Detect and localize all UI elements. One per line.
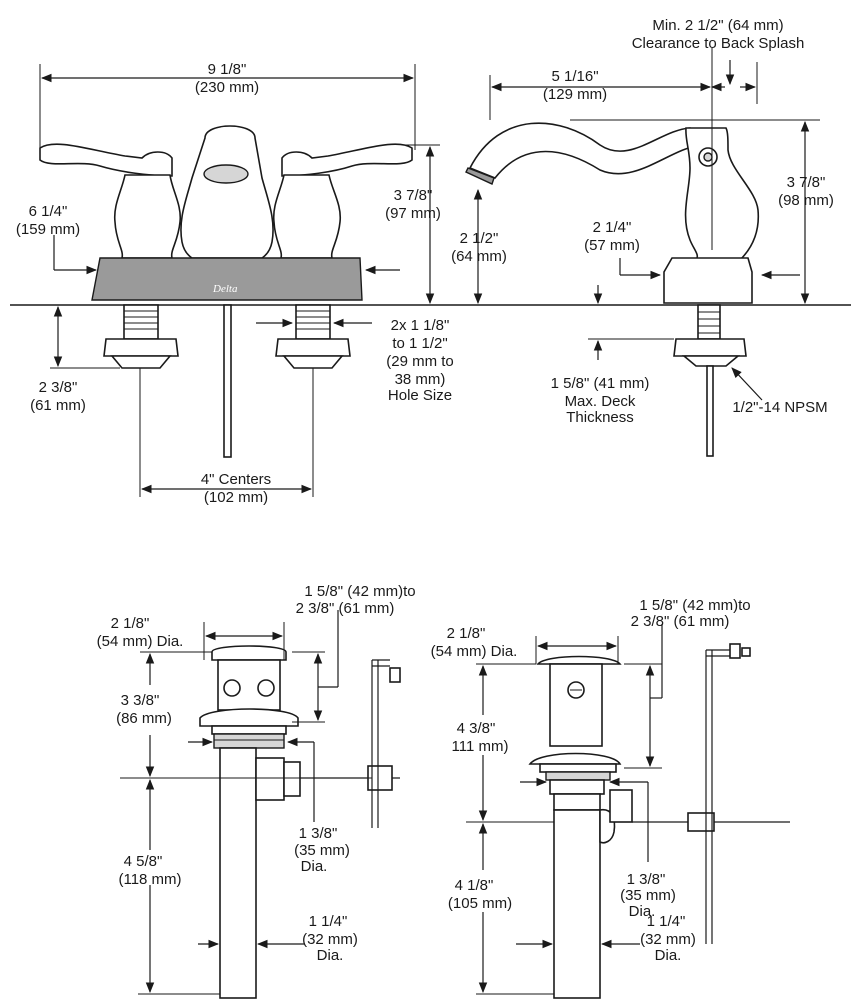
drain-left-thread-1: 1 3/8"	[299, 825, 338, 842]
drain-left-taildia-3: Dia.	[317, 947, 344, 964]
drain-right-taildia-3: Dia.	[655, 947, 682, 964]
spout-clearance-in: 2 1/2"	[460, 230, 499, 247]
brand-logo: Delta	[212, 283, 238, 295]
drain-assembly-left: 2 1/8" (54 mm) Dia. 1 5/8" (42 mm)to 2 3…	[97, 583, 416, 999]
center-spout	[180, 125, 274, 259]
centers-in: 4" Centers	[201, 471, 271, 488]
deck-thickness-3: Thickness	[566, 409, 634, 426]
width-label-mm: (230 mm)	[195, 79, 259, 96]
spout-reach-mm: (129 mm)	[543, 86, 607, 103]
deck-thickness-2: Max. Deck	[565, 393, 636, 410]
spout-height-in: 3 7/8"	[394, 187, 433, 204]
drain-right-tail-in: 4 1/8"	[455, 877, 494, 894]
drain-right-thread-3: Dia.	[629, 903, 656, 920]
drain-left-rod-2: 2 3/8" (61 mm)	[296, 600, 395, 617]
drain-left-taildia-2: (32 mm)	[302, 931, 358, 948]
drain-left-flange-in: 2 1/8"	[111, 615, 150, 632]
deck-thickness-1: 1 5/8" (41 mm)	[551, 375, 650, 392]
drain-right-rod-1: 1 5/8" (42 mm)to	[639, 597, 750, 614]
drain-right-thread-2: (35 mm)	[620, 887, 676, 904]
spout-clearance-mm: (64 mm)	[451, 248, 507, 265]
hole-size-4: 38 mm)	[395, 371, 446, 388]
handle-height-in: 6 1/4"	[29, 203, 68, 220]
drain-right-thread-1: 1 3/8"	[627, 871, 666, 888]
drain-left-body-mm: (86 mm)	[116, 710, 172, 727]
drain-right-taildia-2: (32 mm)	[640, 931, 696, 948]
drain-right-tail-mm: (105 mm)	[448, 895, 512, 912]
drain-left-rod-1: 1 5/8" (42 mm)to	[304, 583, 415, 600]
drain-left-tail-in: 4 5/8"	[124, 853, 163, 870]
drain-left-flange-mm: (54 mm) Dia.	[97, 633, 184, 650]
drain-right-body-in: 4 3/8"	[457, 720, 496, 737]
clearance-1: Min. 2 1/2" (64 mm)	[652, 17, 783, 34]
drain-right-flange-mm: (54 mm) Dia.	[431, 643, 518, 660]
overall-height-in: 3 7/8"	[787, 174, 826, 191]
side-body	[684, 127, 760, 261]
hole-size-5: Hole Size	[388, 387, 452, 404]
drain-right-flange-in: 2 1/8"	[447, 625, 486, 642]
clearance-2: Clearance to Back Splash	[632, 35, 805, 52]
below-deck-in: 2 3/8"	[39, 379, 78, 396]
spout-reach-in: 5 1/16"	[551, 68, 598, 85]
right-handle	[272, 143, 413, 259]
base-height-mm: (57 mm)	[584, 237, 640, 254]
drain-left-thread-3: Dia.	[301, 858, 328, 875]
left-handle	[39, 143, 182, 259]
right-shank	[275, 304, 351, 369]
base-plate	[91, 257, 363, 301]
hole-size-3: (29 mm to	[386, 353, 454, 370]
width-label-in: 9 1/8"	[208, 61, 247, 78]
below-deck-mm: (61 mm)	[30, 397, 86, 414]
thread-label: 1/2"-14 NPSM	[732, 399, 827, 416]
drain-left-thread-2: (35 mm)	[294, 842, 350, 859]
drain-left-taildia-1: 1 1/4"	[309, 913, 348, 930]
spout-height-mm: (97 mm)	[385, 205, 441, 222]
left-shank	[103, 304, 179, 369]
faucet-side-view: Min. 2 1/2" (64 mm) Clearance to Back Sp…	[451, 17, 834, 457]
drain-left-body-in: 3 3/8"	[121, 692, 160, 709]
drain-right-rod-2: 2 3/8" (61 mm)	[631, 613, 730, 630]
drain-right-taildia-1: 1 1/4"	[647, 913, 686, 930]
overall-height-mm: (98 mm)	[778, 192, 834, 209]
drain-left-tail-mm: (118 mm)	[118, 871, 181, 888]
hole-size-2: to 1 1/2"	[392, 335, 447, 352]
faucet-front-view: Delta 9 1/8" (230 mm) 6 1/4" (159 mm)	[10, 61, 851, 506]
lift-rod	[223, 304, 232, 458]
side-base	[663, 257, 753, 304]
centers-mm: (102 mm)	[204, 489, 268, 506]
handle-height-mm: (159 mm)	[16, 221, 80, 238]
hole-size-1: 2x 1 1/8"	[391, 317, 450, 334]
side-rod	[706, 365, 714, 457]
side-spout	[468, 122, 702, 179]
drain-assembly-right: 2 1/8" (54 mm) Dia. 1 5/8" (42 mm)to 2 3…	[431, 597, 790, 999]
drain-right-body-mm: 111 mm)	[452, 738, 509, 755]
base-height-in: 2 1/4"	[593, 219, 632, 236]
